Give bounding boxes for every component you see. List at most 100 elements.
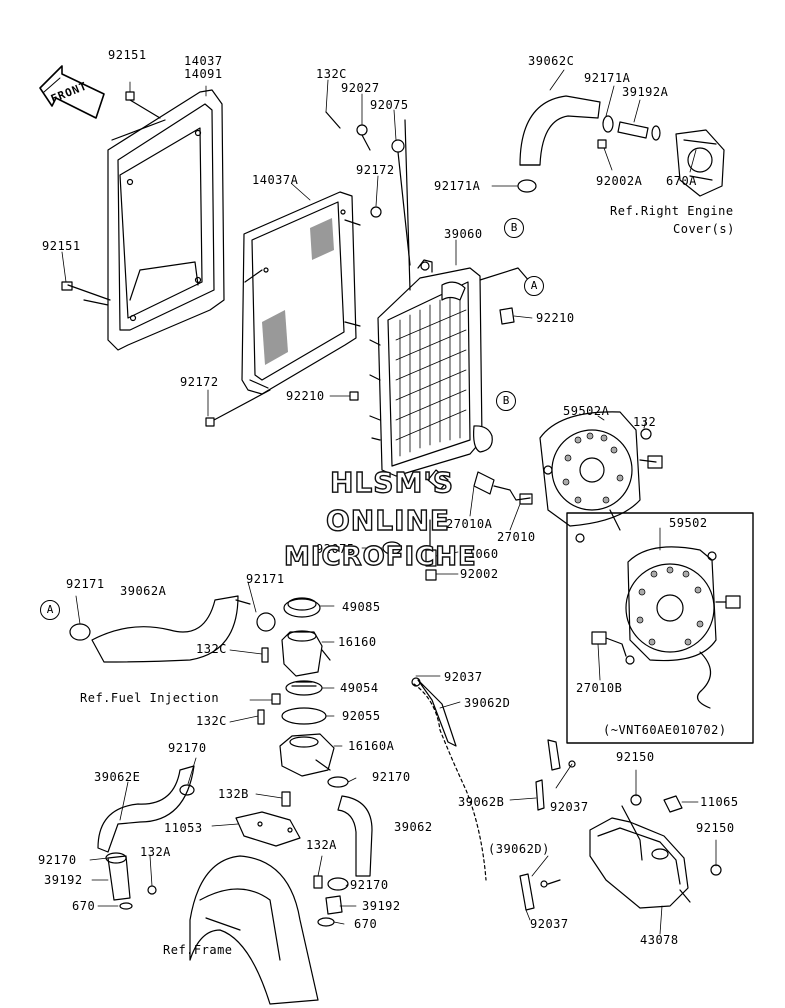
watermark-line-2: ONLINE	[325, 503, 451, 537]
hose-39062	[327, 776, 373, 877]
watermark-line-1: HLSM'S	[329, 465, 455, 499]
label-11065: 11065	[700, 795, 739, 809]
label-92150-bottom: 92150	[696, 821, 735, 835]
label-ref-right-engine: Ref.Right Engine	[610, 204, 734, 218]
label-39062c: 39062C	[528, 54, 575, 68]
label-27010b: 27010B	[576, 681, 623, 695]
label-92002: 92002	[460, 567, 499, 581]
thermostat-49054	[285, 680, 323, 696]
front-arrow-icon	[39, 65, 105, 119]
bolt-92172-icon	[205, 206, 382, 427]
label-92151-top: 92151	[108, 48, 147, 62]
bolt-92151-left-icon	[61, 281, 73, 291]
label-27010: 27010	[497, 530, 536, 544]
label-49054: 49054	[340, 681, 379, 695]
label-14091: 14091	[184, 67, 223, 81]
label-11053: 11053	[164, 821, 203, 835]
label-43078: 43078	[640, 933, 679, 947]
pipe-39192a	[597, 115, 661, 149]
label-92055: 92055	[342, 709, 381, 723]
label-ref-frame: Ref.Frame	[163, 943, 233, 957]
label-92170-a: 92170	[168, 741, 207, 755]
ref-circle-b-top: B	[504, 218, 524, 238]
inset-box	[566, 512, 754, 744]
frame-outline	[189, 855, 319, 1005]
label-92170-c: 92170	[38, 853, 77, 867]
label-39192-mid: 39192	[362, 899, 401, 913]
fan-assembly-59502a	[539, 411, 663, 543]
hose-39062c	[519, 95, 601, 166]
label-vnt-range: (~VNT60AE010702)	[603, 723, 727, 737]
label-92170-d: 92170	[350, 878, 389, 892]
hose-39062b	[519, 739, 576, 911]
label-39062a: 39062A	[120, 584, 167, 598]
label-49085: 49085	[342, 600, 381, 614]
engine-cover-icon	[675, 129, 725, 197]
label-92210-left: 92210	[286, 389, 325, 403]
label-39192-left: 39192	[44, 873, 83, 887]
label-132c-low: 132C	[196, 714, 227, 728]
label-16160: 16160	[338, 635, 377, 649]
clamp-92171-icon	[256, 612, 276, 632]
housing-16160a	[257, 693, 335, 777]
label-92171-left: 92171	[66, 577, 105, 591]
hose-39062e	[97, 765, 195, 853]
thermostat-cap-49085	[283, 597, 321, 618]
label-92037-mid: 92037	[550, 800, 589, 814]
radiator-cap-parts-icon	[325, 111, 411, 266]
clamp-92210-icon	[349, 307, 515, 401]
label-92150-top: 92150	[616, 750, 655, 764]
label-132c-mid: 132C	[196, 642, 227, 656]
bolt-92151-top-icon	[125, 91, 161, 119]
bracket-11053	[235, 791, 301, 847]
label-39062b: 39062B	[458, 795, 505, 809]
label-92170-b: 92170	[372, 770, 411, 784]
label-132c: 132C	[316, 67, 347, 81]
label-16160a: 16160A	[348, 739, 395, 753]
label-59502a: 59502A	[563, 404, 610, 418]
label-92172-top: 92172	[356, 163, 395, 177]
label-92171a: 92171A	[434, 179, 481, 193]
label-59502: 59502	[669, 516, 708, 530]
watermark-line-3: MICROFICHE	[283, 541, 477, 572]
label-92075-mid: 92075	[316, 542, 355, 556]
label-14037a: 14037A	[252, 173, 299, 187]
label-92037-top: 92037	[444, 670, 483, 684]
label-132b: 132B	[218, 787, 249, 801]
label-39192a: 39192A	[622, 85, 669, 99]
label-92171a-top: 92171A	[584, 71, 631, 85]
ref-circle-b-mid: B	[496, 391, 516, 411]
label-92210-right: 92210	[536, 311, 575, 325]
radiator-screen	[241, 191, 361, 395]
label-39062e: 39062E	[94, 770, 141, 784]
label-670-left: 670	[72, 899, 96, 913]
label-92027: 92027	[341, 81, 380, 95]
thermostat-housing-16160	[261, 630, 331, 677]
leader-lines	[61, 69, 717, 935]
label-39062: 39062	[394, 820, 433, 834]
ref-circle-a-top: A	[524, 276, 544, 296]
fitting-lower-mid	[313, 875, 349, 927]
ref-circle-a-left: A	[40, 600, 60, 620]
label-92002a: 92002A	[596, 174, 643, 188]
radiator-shroud	[67, 89, 225, 351]
plug-11060-icon	[382, 519, 437, 581]
reservoir-tank-43078	[589, 794, 722, 909]
label-27010a: 27010A	[446, 517, 493, 531]
label-ref-fuel-injection: Ref.Fuel Injection	[80, 691, 220, 705]
hose-39062d	[411, 677, 487, 881]
label-92037-bottom: 92037	[530, 917, 569, 931]
label-92151-left: 92151	[42, 239, 81, 253]
pipe-39192	[105, 852, 157, 910]
label-39062d: 39062D	[464, 696, 511, 710]
label-92172-bottom: 92172	[180, 375, 219, 389]
radiator-core	[369, 119, 531, 477]
label-132: 132	[633, 415, 657, 429]
label-670-mid: 670	[354, 917, 378, 931]
label-132a-mid: 132A	[306, 838, 337, 852]
label-92075-top: 92075	[370, 98, 409, 112]
clamp-92171a-icon	[517, 179, 537, 193]
label-39060: 39060	[444, 227, 483, 241]
